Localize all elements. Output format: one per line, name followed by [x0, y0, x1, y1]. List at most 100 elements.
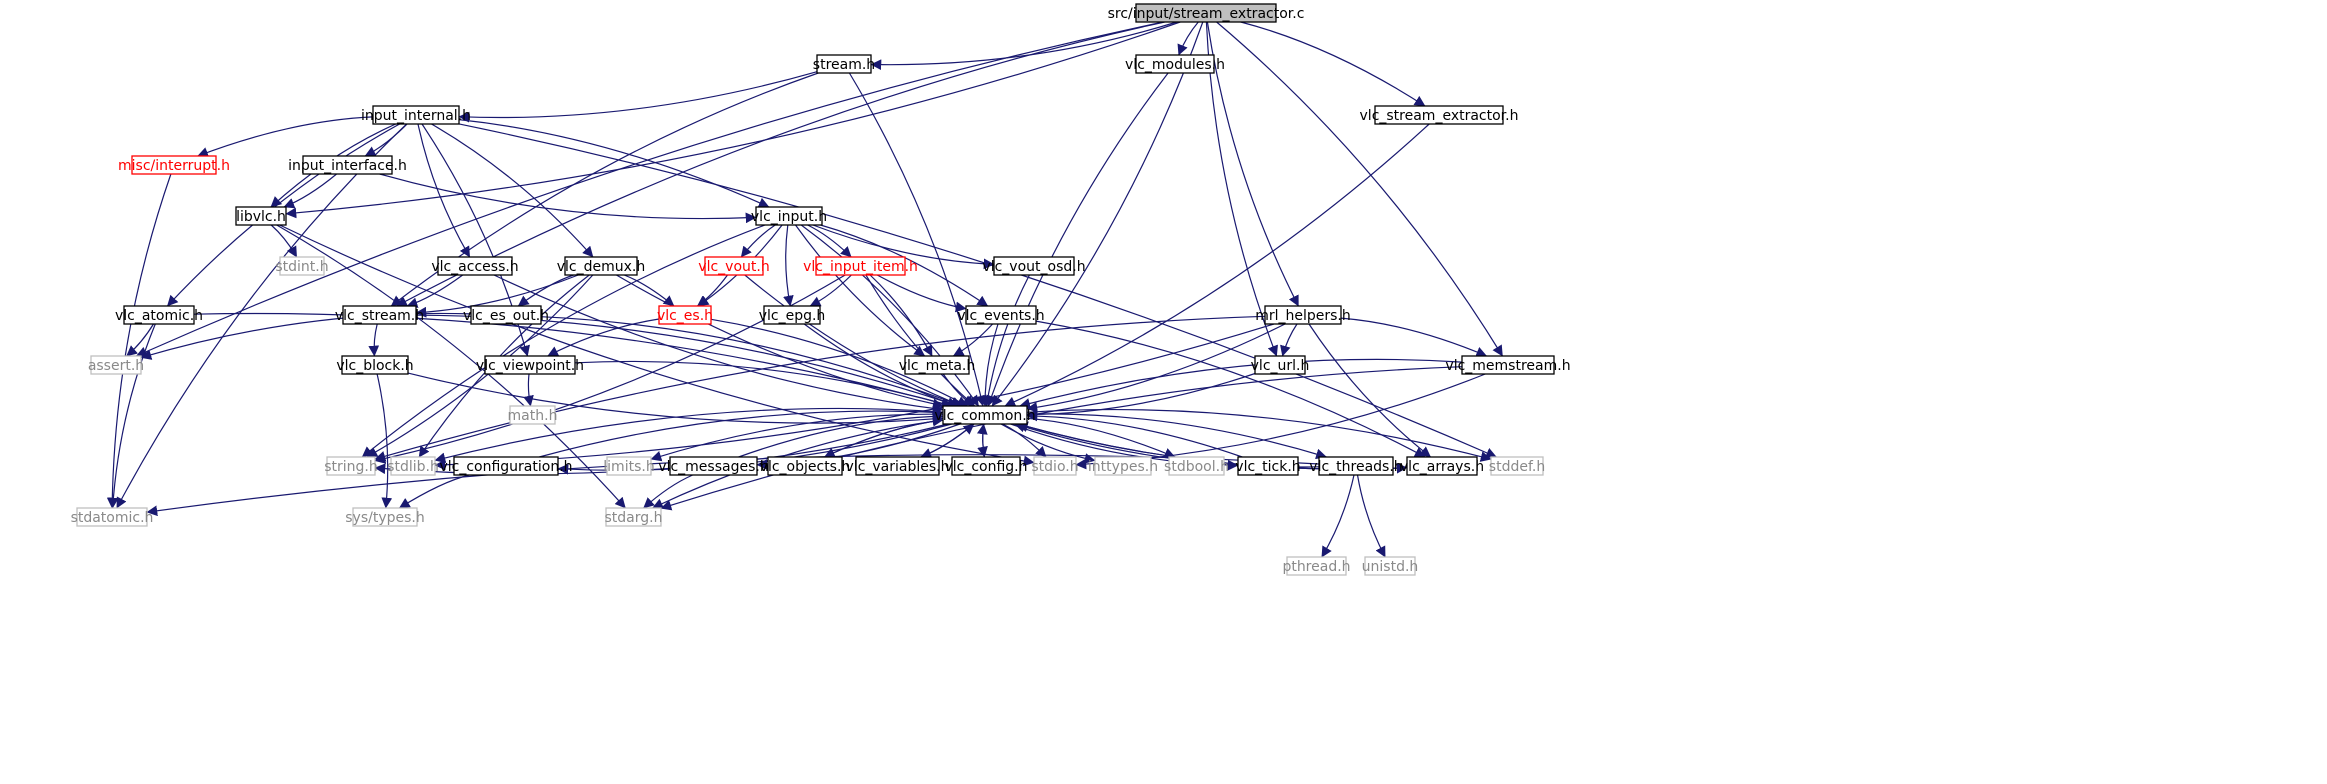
node-vlc-block-h[interactable]: vlc_block.h [336, 355, 414, 375]
edge-vlc-block-h-to-vlc-common-h [407, 372, 944, 425]
file-nodes: src/input/stream_extractor.c stream.h vlc_… [71, 3, 1571, 576]
node-vlc-es-out-h[interactable]: vlc_es_out.h [463, 305, 549, 325]
node-label: vlc_memstream.h [1445, 358, 1570, 374]
edge-libvlc-h-to-stdint-h [270, 224, 298, 258]
node-mrl-helpers-h[interactable]: mrl_helpers.h [1255, 305, 1351, 325]
node-stdarg-h[interactable]: stdarg.h [605, 507, 663, 527]
edge-root-to-libvlc-h [285, 21, 1181, 219]
node-stdlib-h[interactable]: stdlib.h [387, 456, 439, 476]
node-vlc-tick-h[interactable]: vlc_tick.h [1235, 456, 1301, 476]
node-input-interface-h[interactable]: input_interface.h [288, 155, 407, 175]
node-stdint-h[interactable]: stdint.h [275, 256, 329, 276]
edge-mrl-helpers-h-to-vlc-url-h [1280, 323, 1298, 357]
node-math-h[interactable]: math.h [508, 405, 558, 425]
node-sys-types-h[interactable]: sys/types.h [345, 507, 425, 527]
node-vlc-es-h[interactable]: vlc_es.h [657, 305, 713, 325]
node-label: vlc_messages.h [658, 459, 768, 475]
node-vlc-vout-osd-h[interactable]: vlc_vout_osd.h [982, 256, 1086, 276]
node-stdatomic-h[interactable]: stdatomic.h [71, 507, 154, 527]
node-stddef-h[interactable]: stddef.h [1489, 456, 1545, 476]
node-string-h[interactable]: string.h [324, 456, 378, 476]
node-vlc-access-h[interactable]: vlc_access.h [431, 256, 519, 276]
node-stdbool-h[interactable]: stdbool.h [1164, 456, 1229, 476]
node-box [1374, 105, 1504, 125]
node-label: misc/interrupt.h [118, 158, 230, 174]
node-box [815, 256, 906, 276]
edge-vlc-input-h-to-vlc-meta-h [795, 224, 926, 357]
node-label: stdlib.h [387, 459, 439, 475]
node-vlc-events-h[interactable]: vlc_events.h [957, 305, 1045, 325]
node-vlc-input-item-h[interactable]: vlc_input_item.h [803, 256, 918, 276]
node-misc-interrupt-h[interactable]: misc/interrupt.h [118, 155, 230, 175]
node-inttypes-h[interactable]: inttypes.h [1088, 456, 1158, 476]
node-vlc-variables-h[interactable]: vlc_variables.h [846, 456, 950, 476]
node-box [993, 256, 1075, 276]
node-box [767, 456, 843, 476]
node-vlc-threads-h[interactable]: vlc_threads.h [1309, 456, 1403, 476]
node-box [951, 456, 1021, 476]
node-vlc-stream-extractor-h[interactable]: vlc_stream_extractor.h [1360, 105, 1519, 125]
node-vlc-configuration-h[interactable]: vlc_configuration.h [439, 456, 573, 476]
node-vlc-memstream-h[interactable]: vlc_memstream.h [1445, 355, 1571, 375]
node-root[interactable]: src/input/stream_extractor.c [1108, 3, 1305, 23]
node-label: mrl_helpers.h [1255, 308, 1351, 324]
node-vlc-common-h[interactable]: vlc_common.h [934, 405, 1036, 425]
edge-vlc-es-h-to-vlc-common-h [710, 318, 969, 407]
edge-vlc-viewpoint-h-to-math-h [523, 373, 534, 407]
node-box [1286, 556, 1347, 576]
dependency-edges [106, 21, 1504, 558]
node-vlc-objects-h[interactable]: vlc_objects.h [760, 456, 851, 476]
node-label: vlc_config.h [944, 459, 1027, 475]
edge-input-internal-h-to-vlc-demux-h [431, 123, 594, 258]
node-box [1033, 456, 1077, 476]
edge-root-to-vlc-stream-h [396, 21, 1165, 307]
node-assert-h[interactable]: assert.h [88, 355, 144, 375]
node-vlc-url-h[interactable]: vlc_url.h [1251, 355, 1310, 375]
node-vlc-messages-h[interactable]: vlc_messages.h [658, 456, 769, 476]
node-vlc-meta-h[interactable]: vlc_meta.h [899, 355, 976, 375]
node-unistd-h[interactable]: unistd.h [1362, 556, 1419, 576]
edge-vlc-block-h-to-sys-types-h [376, 373, 393, 509]
node-label: libvlc.h [236, 209, 286, 225]
edge-root-to-vlc-modules-h [1177, 21, 1199, 56]
edge-vlc-events-h-to-vlc-meta-h [952, 323, 994, 357]
node-box [816, 54, 872, 74]
node-label: vlc_input_item.h [803, 259, 918, 275]
node-box [90, 355, 142, 375]
node-vlc-viewpoint-h[interactable]: vlc_viewpoint.h [476, 355, 584, 375]
node-vlc-epg-h[interactable]: vlc_epg.h [759, 305, 826, 325]
node-box [1135, 54, 1215, 74]
node-vlc-demux-h[interactable]: vlc_demux.h [557, 256, 646, 276]
node-label: vlc_input.h [751, 209, 827, 225]
node-libvlc-h[interactable]: libvlc.h [235, 206, 287, 226]
node-input-internal-h[interactable]: input_internal.h [361, 105, 471, 125]
node-vlc-modules-h[interactable]: vlc_modules.h [1125, 54, 1225, 74]
node-label: vlc_atomic.h [115, 308, 203, 324]
node-label: src/input/stream_extractor.c [1108, 6, 1305, 22]
node-box [942, 405, 1028, 425]
edge-vlc-events-h-to-vlc-arrays-h [1035, 320, 1426, 458]
node-pthread-h[interactable]: pthread.h [1282, 556, 1351, 576]
node-vlc-config-h[interactable]: vlc_config.h [944, 456, 1028, 476]
node-vlc-stream-h[interactable]: vlc_stream.h [335, 305, 424, 325]
edge-vlc-input-h-to-vlc-common-h [800, 224, 980, 407]
node-label: input_interface.h [288, 158, 407, 174]
node-vlc-arrays-h[interactable]: vlc_arrays.h [1400, 456, 1484, 476]
edge-vlc-common-h-to-limits-h [650, 413, 944, 462]
edge-vlc-vout-h-to-vlc-es-h [696, 274, 728, 307]
node-label: vlc_vout.h [698, 259, 769, 275]
node-vlc-input-h[interactable]: vlc_input.h [751, 206, 827, 226]
node-label: vlc_viewpoint.h [476, 358, 584, 374]
node-vlc-atomic-h[interactable]: vlc_atomic.h [115, 305, 203, 325]
node-vlc-vout-h[interactable]: vlc_vout.h [698, 256, 770, 276]
node-label: vlc_demux.h [557, 259, 646, 275]
edge-vlc-input-h-to-vlc-vout-h [740, 224, 776, 258]
node-stdio-h[interactable]: stdio.h [1031, 456, 1079, 476]
node-box [1094, 456, 1152, 476]
edge-root-to-vlc-memstream-h [1216, 21, 1504, 357]
node-stream-h[interactable]: stream.h [813, 54, 875, 74]
node-label: pthread.h [1282, 559, 1350, 575]
node-limits-h[interactable]: limits.h [603, 456, 655, 476]
node-box [1490, 456, 1544, 476]
